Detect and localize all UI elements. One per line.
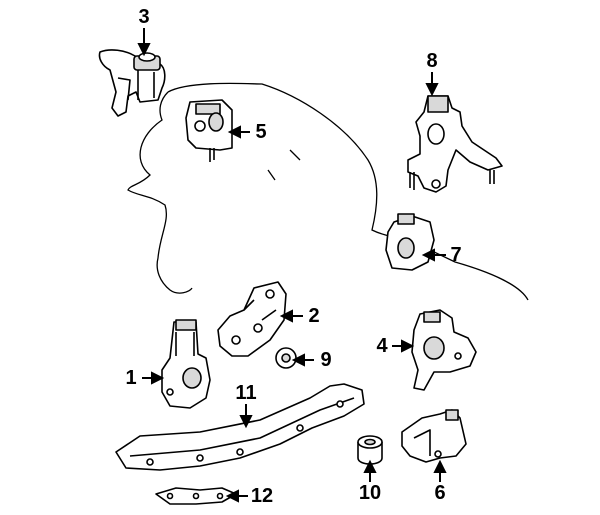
part-11-crossmember — [115, 383, 365, 471]
leader-arrows — [137, 28, 447, 503]
callout-4: 4 — [376, 335, 388, 357]
callout-12: 12 — [250, 485, 274, 507]
engine-outline — [127, 82, 529, 301]
part-2-bracket — [217, 281, 287, 357]
part-5-mount-bracket — [185, 99, 233, 162]
callout-10: 10 — [358, 482, 382, 504]
part-6-mount-bracket — [401, 409, 467, 463]
part-4-mount — [411, 309, 477, 391]
callout-11: 11 — [235, 382, 257, 404]
part-12-plate — [155, 487, 237, 505]
callout-9: 9 — [320, 349, 332, 371]
part-8-mount-bracket — [407, 95, 503, 193]
callout-5: 5 — [255, 121, 267, 143]
callout-6: 6 — [434, 482, 446, 504]
part-9-bushing — [275, 347, 297, 369]
part-1-transmission-mount — [161, 319, 211, 409]
callout-8: 8 — [426, 50, 438, 72]
callout-2: 2 — [308, 305, 320, 327]
callout-7: 7 — [450, 244, 462, 266]
part-7-mount — [385, 213, 435, 271]
callout-1: 1 — [125, 367, 137, 389]
part-10-bushing — [357, 435, 383, 465]
part-3-engine-mount — [98, 49, 166, 117]
callout-3: 3 — [138, 6, 150, 28]
